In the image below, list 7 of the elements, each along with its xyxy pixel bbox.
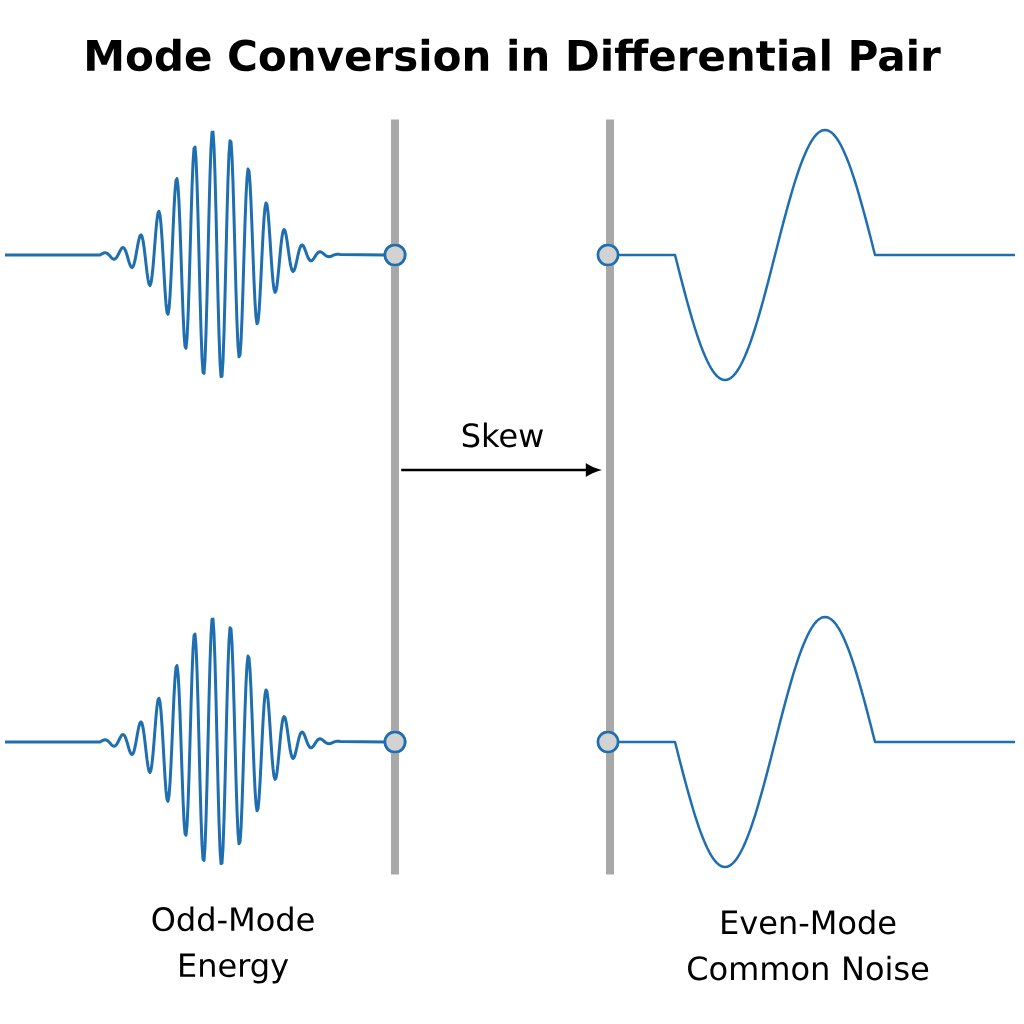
caption-label: Odd-Mode Energy	[152, 906, 314, 984]
title: Mode Conversion in Differential Pair	[87, 38, 941, 72]
vertical-bar	[606, 119, 614, 875]
vertical-bar	[391, 119, 399, 875]
edge-label: Skew	[462, 422, 543, 448]
caption-label: Even-Mode Common Noise	[688, 909, 929, 981]
arrow	[401, 464, 599, 476]
